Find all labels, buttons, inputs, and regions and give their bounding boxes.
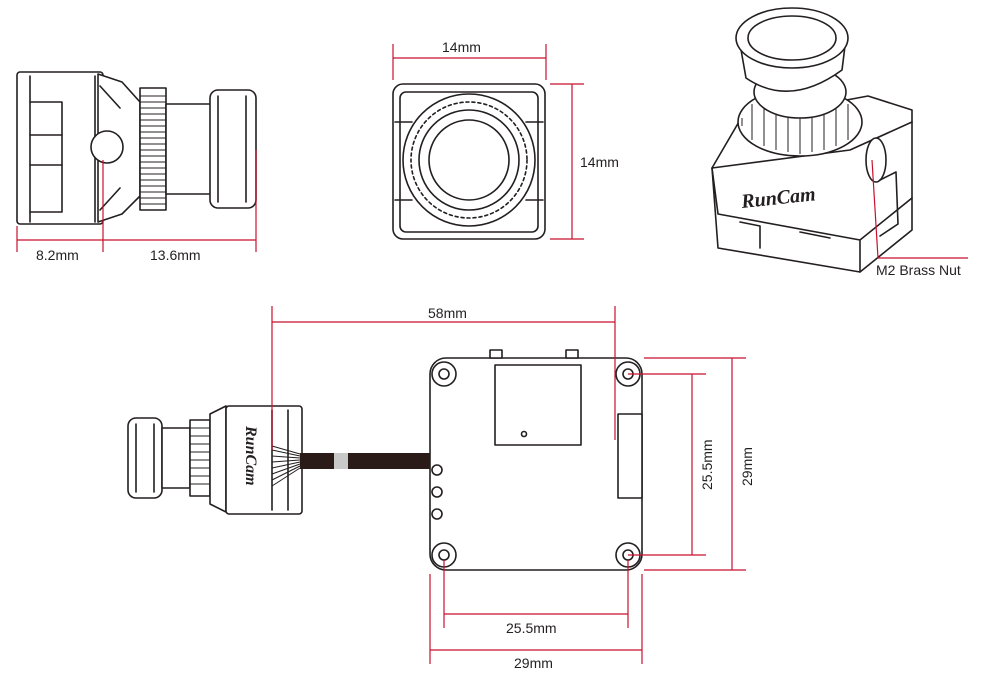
side-dimension-lines bbox=[16, 150, 257, 252]
brass-nut-label: M2 Brass Nut bbox=[876, 262, 961, 278]
camera-front-view bbox=[392, 83, 546, 240]
dim-board-height: 29mm bbox=[739, 447, 755, 486]
dim-board-width: 29mm bbox=[514, 655, 553, 671]
assembly-dimension-lines bbox=[271, 306, 746, 664]
dim-board-hole-horizontal: 25.5mm bbox=[506, 620, 557, 636]
controller-board bbox=[429, 349, 643, 571]
assembly-brand-logo: RunCam bbox=[242, 425, 259, 486]
dim-front-width: 14mm bbox=[442, 39, 481, 55]
camera-isometric-view: RunCam bbox=[711, 7, 913, 273]
camera-assembly-side: RunCam bbox=[127, 405, 303, 515]
focus-ring bbox=[139, 87, 167, 211]
dim-total-length: 58mm bbox=[428, 305, 467, 321]
dim-front-height: 14mm bbox=[580, 154, 619, 170]
dim-side-lens: 13.6mm bbox=[150, 247, 201, 263]
front-dimension-lines bbox=[392, 44, 584, 240]
dim-board-hole-vertical: 25.5mm bbox=[699, 439, 715, 490]
brass-nut-leader bbox=[871, 159, 968, 259]
camera-side-view bbox=[16, 71, 257, 225]
dim-side-depth: 8.2mm bbox=[36, 247, 79, 263]
